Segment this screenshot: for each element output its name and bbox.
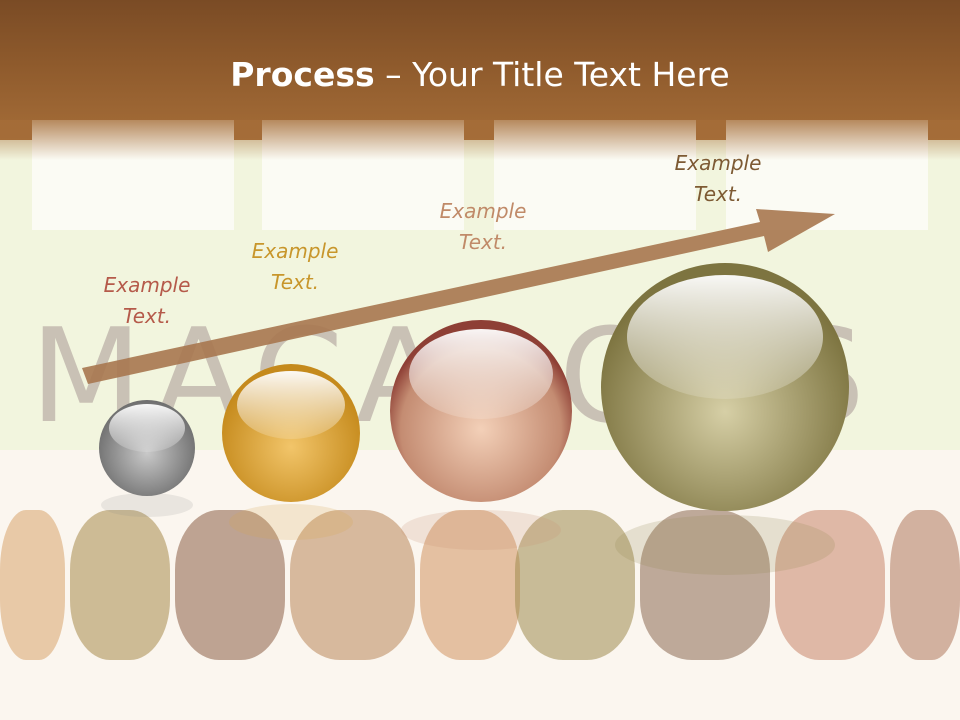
step-label-line2: Text. xyxy=(122,304,172,328)
step-label-line2: Text. xyxy=(270,270,320,294)
title-bar xyxy=(0,0,960,140)
sphere-icon xyxy=(222,364,360,540)
step-label-3: Example Text. xyxy=(428,196,538,258)
macaron-image xyxy=(515,510,635,660)
step-label-line2: Text. xyxy=(458,230,508,254)
title-rest: – Your Title Text Here xyxy=(374,55,730,94)
step-label-2: Example Text. xyxy=(240,236,350,298)
sphere-icon xyxy=(601,263,849,575)
arrow-icon xyxy=(82,209,835,384)
macaron-image xyxy=(640,510,770,660)
macaron-image xyxy=(70,510,170,660)
macaron-image xyxy=(290,510,415,660)
sphere-icon xyxy=(99,400,195,517)
header-fade xyxy=(0,120,960,160)
step-label-1: Example Text. xyxy=(92,270,202,332)
sphere-icon xyxy=(390,320,572,550)
macaron-image xyxy=(890,510,960,660)
step-label-line1: Example xyxy=(103,273,191,297)
step-label-line1: Example xyxy=(439,199,527,223)
title-bold: Process xyxy=(230,55,375,94)
step-label-line1: Example xyxy=(674,151,762,175)
slide-title: Process – Your Title Text Here xyxy=(0,55,960,94)
macaron-image xyxy=(0,510,65,660)
step-label-line2: Text. xyxy=(693,182,743,206)
macaron-image xyxy=(175,510,285,660)
step-label-4: Example Text. xyxy=(663,148,773,210)
macaron-image xyxy=(775,510,885,660)
macaron-image xyxy=(420,510,520,660)
step-label-line1: Example xyxy=(251,239,339,263)
